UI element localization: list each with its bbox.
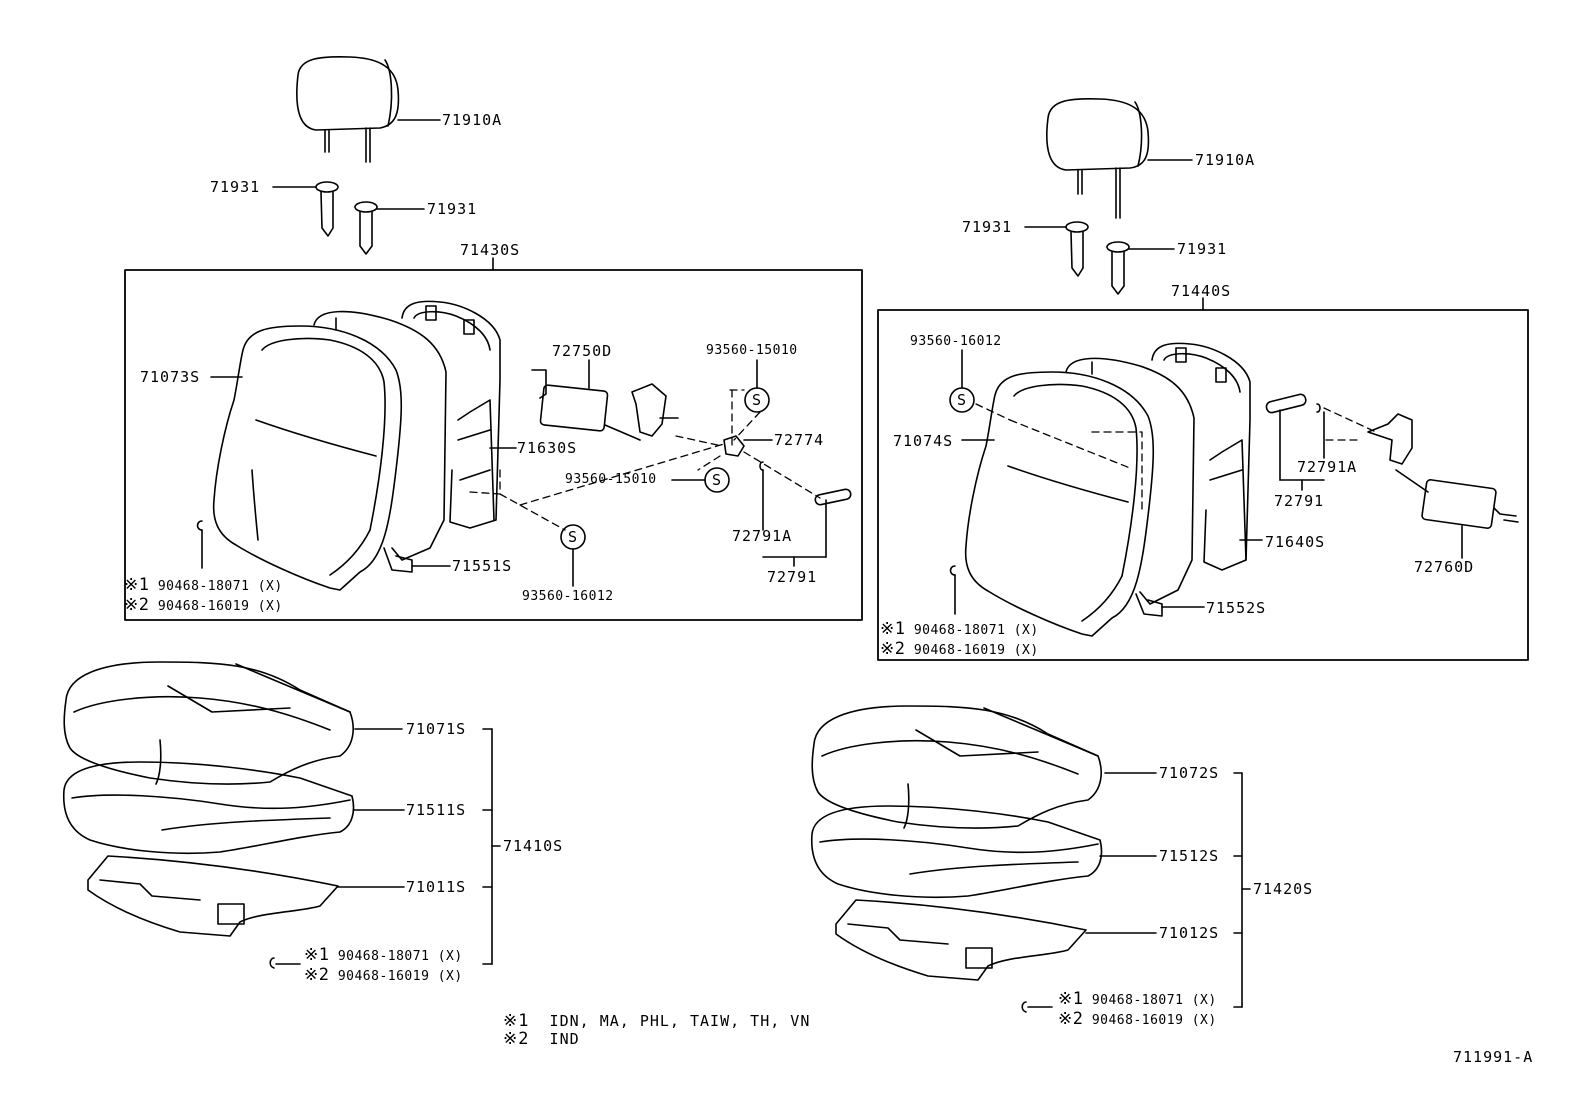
callout-ring-right: 72791A xyxy=(1297,458,1358,476)
hog-ring-right-back xyxy=(949,565,956,576)
callout-cush-right-assy: 71420S xyxy=(1253,880,1314,898)
seatback-right-drawing xyxy=(964,342,1251,637)
lumbar-left-drawing xyxy=(531,369,679,441)
callout-lever-right: 72791 xyxy=(1274,492,1325,510)
headrest-right-drawing xyxy=(1046,97,1150,219)
note-1: ※1 IDN, MA, PHL, TAIW, TH, VN xyxy=(503,1011,811,1031)
callout-guide-r2: 71931 xyxy=(1177,240,1228,258)
callout-cush-pad-right: 71512S xyxy=(1159,847,1220,865)
hog-ring-group-rc: ※1 90468-18071 (X) ※2 90468-16019 (X) xyxy=(1058,989,1217,1029)
hog-ring-group-lb: ※1 90468-18071 (X) ※2 90468-16019 (X) xyxy=(124,575,283,615)
callout-cover-left: 71073S xyxy=(140,368,201,386)
bolt-symbol-l3: S xyxy=(568,528,579,546)
hog-ring-group-rb: ※1 90468-18071 (X) ※2 90468-16019 (X) xyxy=(880,619,1039,659)
callout-back-left-assy: 71430S xyxy=(460,241,521,259)
diagram-id: 711991-A xyxy=(1453,1048,1534,1066)
callout-headrest-right: 71910A xyxy=(1195,151,1256,169)
callout-ring-left: 72791A xyxy=(732,527,793,545)
callout-bolt-r-a: 93560-16012 xyxy=(910,334,1002,349)
callout-frame-left: 71551S xyxy=(452,557,513,575)
callout-bolt-l-a: 93560-15010 xyxy=(706,343,798,358)
callout-cush-cover-left: 71071S xyxy=(406,720,467,738)
hog-ring-group-lc: ※1 90468-18071 (X) ※2 90468-16019 (X) xyxy=(304,945,463,985)
callout-back-right-assy: 71440S xyxy=(1171,282,1232,300)
callout-bolt-l-c: 93560-16012 xyxy=(522,589,614,604)
guide-left-drawing xyxy=(315,181,378,255)
callout-frame-right: 71552S xyxy=(1206,599,1267,617)
callout-cush-left-assy: 71410S xyxy=(503,837,564,855)
callout-cush-pad-left: 71511S xyxy=(406,801,467,819)
bolt-symbol-l2: S xyxy=(712,471,723,489)
callout-pad-left: 71630S xyxy=(517,439,578,457)
callout-knob-left: 72774 xyxy=(774,431,825,449)
legend-notes: ※1 IDN, MA, PHL, TAIW, TH, VN ※2 IND xyxy=(503,1012,810,1048)
hog-ring-right-cushion xyxy=(1021,1001,1027,1013)
hog-ring-left-back xyxy=(196,520,203,531)
note-2: ※2 IND xyxy=(503,1029,580,1049)
callout-cush-frame-right: 71012S xyxy=(1159,924,1220,942)
callout-headrest-left: 71910A xyxy=(442,111,503,129)
cushion-right-drawing xyxy=(810,705,1103,981)
callout-guide-l1: 71931 xyxy=(210,178,261,196)
bolt-symbol-l1: S xyxy=(752,391,763,409)
headrest-left-drawing xyxy=(296,55,400,163)
lumbar-right-drawing xyxy=(1367,413,1519,529)
seatback-left-drawing xyxy=(212,300,501,591)
callout-cush-cover-right: 71072S xyxy=(1159,764,1220,782)
callout-guide-r1: 71931 xyxy=(962,218,1013,236)
cushion-left-drawing xyxy=(62,661,355,937)
callout-lumbar-right: 72760D xyxy=(1414,558,1475,576)
guide-right-drawing xyxy=(1065,221,1130,295)
callout-cush-frame-left: 71011S xyxy=(406,878,467,896)
bolt-symbol-r1: S xyxy=(957,391,968,409)
callout-cover-right: 71074S xyxy=(893,432,954,450)
callout-guide-l2: 71931 xyxy=(427,200,478,218)
callout-pad-right: 71640S xyxy=(1265,533,1326,551)
hog-ring-left-cushion xyxy=(269,957,275,969)
callout-lever-left: 72791 xyxy=(767,568,818,586)
callout-bolt-l-b: 93560-15010 xyxy=(565,472,657,487)
callout-lumbar-left: 72750D xyxy=(552,342,613,360)
